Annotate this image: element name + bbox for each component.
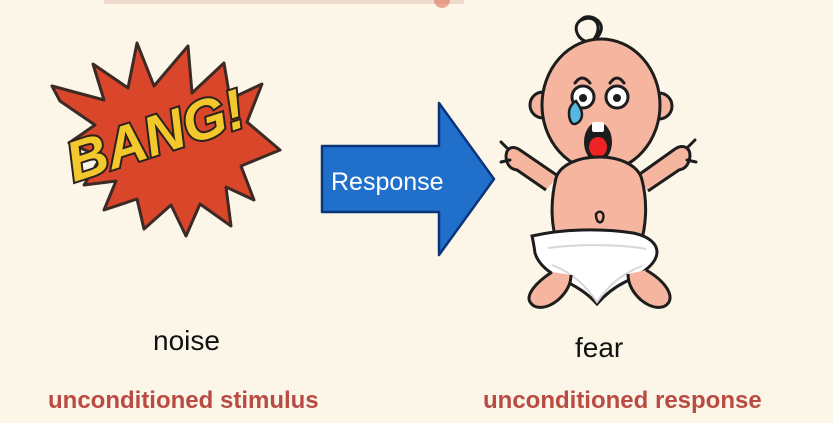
- stimulus-caption: noise: [153, 327, 220, 355]
- cropped-title-remnant: [104, 0, 464, 8]
- arrow-label: Response: [331, 168, 444, 196]
- bang-burst-icon: BANG!: [52, 43, 280, 236]
- response-arrow: Response: [322, 103, 494, 255]
- stimulus-term: unconditioned stimulus: [48, 389, 319, 413]
- response-caption: fear: [575, 334, 623, 362]
- response-term: unconditioned response: [483, 389, 762, 413]
- crying-baby-icon: [501, 17, 696, 308]
